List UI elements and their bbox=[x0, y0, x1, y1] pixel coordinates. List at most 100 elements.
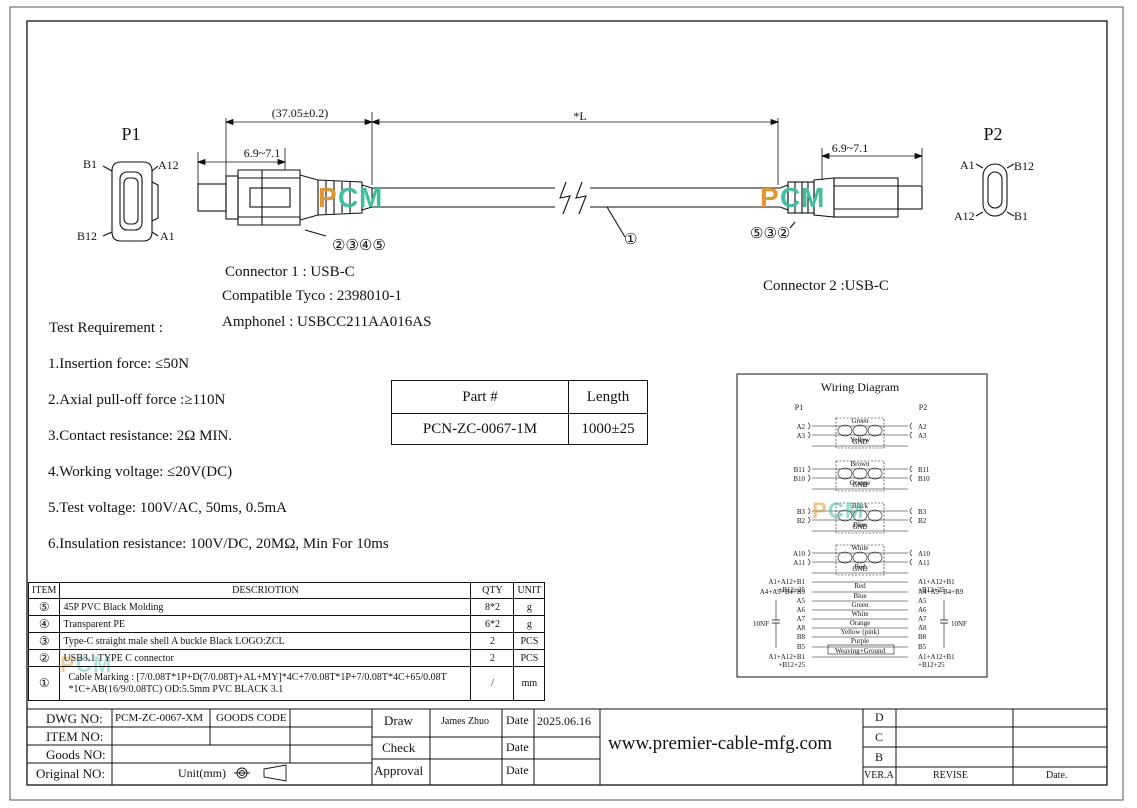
wiring-pin-right: B10 bbox=[918, 475, 930, 483]
p1-pin-b12: B12 bbox=[77, 229, 97, 243]
svg-text:M: M bbox=[801, 182, 824, 213]
p2-connector-side-view bbox=[779, 177, 923, 229]
wiring-pin-left: A10 bbox=[793, 550, 806, 558]
wiring-pin-left: A2 bbox=[796, 423, 805, 431]
wiring-p1-label: P1 bbox=[795, 403, 803, 412]
wiring-pin-right: B5 bbox=[918, 643, 927, 651]
wiring-pin-right: B8 bbox=[918, 633, 927, 641]
svg-text:C: C bbox=[780, 182, 800, 213]
p2-pin-b1: B1 bbox=[1014, 209, 1028, 223]
pcm-logo-wiring: P C M bbox=[812, 498, 863, 523]
dimension-lines bbox=[196, 112, 924, 185]
bom-table: ITEM DESCRIOTION QTY UNIT ⑤ 45P PVC Blac… bbox=[27, 582, 546, 701]
original-no-label: Original NO: bbox=[36, 766, 105, 781]
bom-item: ③ bbox=[27, 632, 61, 650]
wire-color-label: Yellow bbox=[850, 436, 871, 444]
rev-b: B bbox=[875, 750, 884, 764]
bom-item: ④ bbox=[27, 615, 61, 633]
bom-header-desc: DESCRIOTION bbox=[59, 582, 472, 599]
wire-color-label: Brown bbox=[850, 460, 870, 468]
wiring-pin-right: A3 bbox=[918, 432, 927, 440]
wiring-pin-left: B8 bbox=[797, 633, 806, 641]
wiring-pin-right: A11 bbox=[918, 559, 930, 567]
wiring-pin-left: A1+A12+B1 bbox=[768, 653, 805, 661]
wire-color-label: Purple bbox=[851, 637, 869, 645]
title-block-grid bbox=[27, 708, 1107, 785]
bom-desc: USB3.1 TYPE C connector bbox=[59, 649, 472, 667]
wiring-pin-left: B11 bbox=[794, 466, 806, 474]
check-label: Check bbox=[382, 740, 416, 755]
wiring-pin-left: A4+A9+B4+B9 bbox=[760, 588, 806, 596]
wiring-pin-right: +B12+25 bbox=[918, 586, 945, 594]
wire-color-label: GND bbox=[852, 438, 867, 446]
website-link[interactable]: www.premier-cable-mfg.com bbox=[608, 733, 833, 754]
wire-color-label: GND bbox=[852, 481, 867, 489]
shield-box bbox=[835, 544, 885, 576]
wire-color-label: Weaving+Ground bbox=[835, 647, 886, 655]
wire-color-label: White bbox=[851, 610, 868, 618]
svg-text:M: M bbox=[359, 182, 382, 213]
bom-row: ② USB3.1 TYPE C connector 2 PCS bbox=[27, 649, 546, 667]
goods-no-label: Goods NO: bbox=[46, 747, 106, 762]
bom-item: ① bbox=[27, 666, 61, 701]
wiring-pin-left: B10 bbox=[793, 475, 805, 483]
compatible-tyco: Compatible Tyco : 2398010-1 bbox=[222, 288, 402, 304]
wiring-pin-left: B3 bbox=[797, 508, 806, 516]
bom-row: ⑤ 45P PVC Black Molding 8*2 g bbox=[27, 598, 546, 616]
test-item-2: 2.Axial pull-off force :≥110N bbox=[48, 392, 226, 408]
wire-color-label: Yellow (pink) bbox=[841, 628, 880, 636]
twist-mark bbox=[867, 467, 883, 480]
bom-qty: 6*2 bbox=[470, 615, 515, 633]
date-label-2: Date bbox=[506, 740, 529, 754]
wire-color-label: Green bbox=[851, 601, 869, 609]
svg-text:C: C bbox=[338, 182, 358, 213]
wiring-pin-right: B2 bbox=[918, 517, 927, 525]
test-item-1: 1.Insertion force: ≤50N bbox=[48, 356, 190, 372]
wire-color-label: Blue bbox=[853, 592, 866, 600]
p2-pin-b12: B12 bbox=[1014, 159, 1034, 173]
wiring-pin-left: B2 bbox=[797, 517, 806, 525]
inner-border bbox=[26, 20, 1108, 786]
rev-date-label: Date. bbox=[1046, 770, 1068, 781]
wiring-pin-left: A5 bbox=[796, 597, 805, 605]
wiring-pin-right: A10 bbox=[918, 550, 931, 558]
revise-label: REVISE bbox=[933, 770, 968, 781]
p2-face-view bbox=[975, 163, 1015, 217]
wire-color-label: GND bbox=[852, 565, 867, 573]
approval-label: Approval bbox=[374, 763, 424, 778]
dwg-no-label: DWG NO: bbox=[46, 711, 103, 726]
dim-overall-p1: (37.05±0.2) bbox=[272, 106, 329, 120]
bom-unit: g bbox=[513, 615, 546, 633]
ver-label: VER.A bbox=[864, 770, 894, 781]
p1-pin-a12: A12 bbox=[158, 158, 179, 172]
capacitor-label-left: 10NF bbox=[753, 620, 769, 628]
pin-terminal bbox=[909, 422, 913, 439]
p1-pin-a1: A1 bbox=[160, 229, 175, 243]
wire-color-label: GND bbox=[852, 523, 867, 531]
wiring-pin-right: B3 bbox=[918, 508, 927, 516]
pin-terminal bbox=[909, 507, 913, 524]
test-item-6: 6.Insulation resistance: 100V/DC, 20MΩ, … bbox=[48, 536, 389, 552]
wiring-pin-right: A1+A12+B1 bbox=[918, 653, 955, 661]
bom-unit: g bbox=[513, 598, 546, 616]
bom-row: ④ Transparent PE 6*2 g bbox=[27, 615, 546, 633]
part-length: 1000±25 bbox=[568, 413, 648, 445]
wiring-pin-right: A6 bbox=[918, 606, 927, 614]
wiring-p2-label: P2 bbox=[919, 403, 927, 412]
wire-color-label: Black bbox=[852, 502, 869, 510]
part-header: Part # bbox=[391, 380, 569, 414]
wiring-pin-right: A1+A12+B1 bbox=[918, 578, 955, 586]
rev-c: C bbox=[875, 730, 884, 744]
date-label-3: Date bbox=[506, 763, 529, 777]
date-label-1: Date bbox=[506, 713, 529, 727]
outer-border bbox=[9, 6, 1124, 801]
wiring-pin-left: A1+A12+B1 bbox=[768, 578, 805, 586]
twist-mark bbox=[852, 424, 868, 437]
connector1-info: Connector 1 : USB-C bbox=[225, 264, 355, 280]
bom-qty: 2 bbox=[470, 632, 515, 650]
test-item-4: 4.Working voltage: ≤20V(DC) bbox=[48, 464, 233, 480]
dim-length-l: *L bbox=[573, 109, 586, 123]
item-no-label: ITEM NO: bbox=[46, 729, 104, 744]
bom-item: ⑤ bbox=[27, 598, 61, 616]
